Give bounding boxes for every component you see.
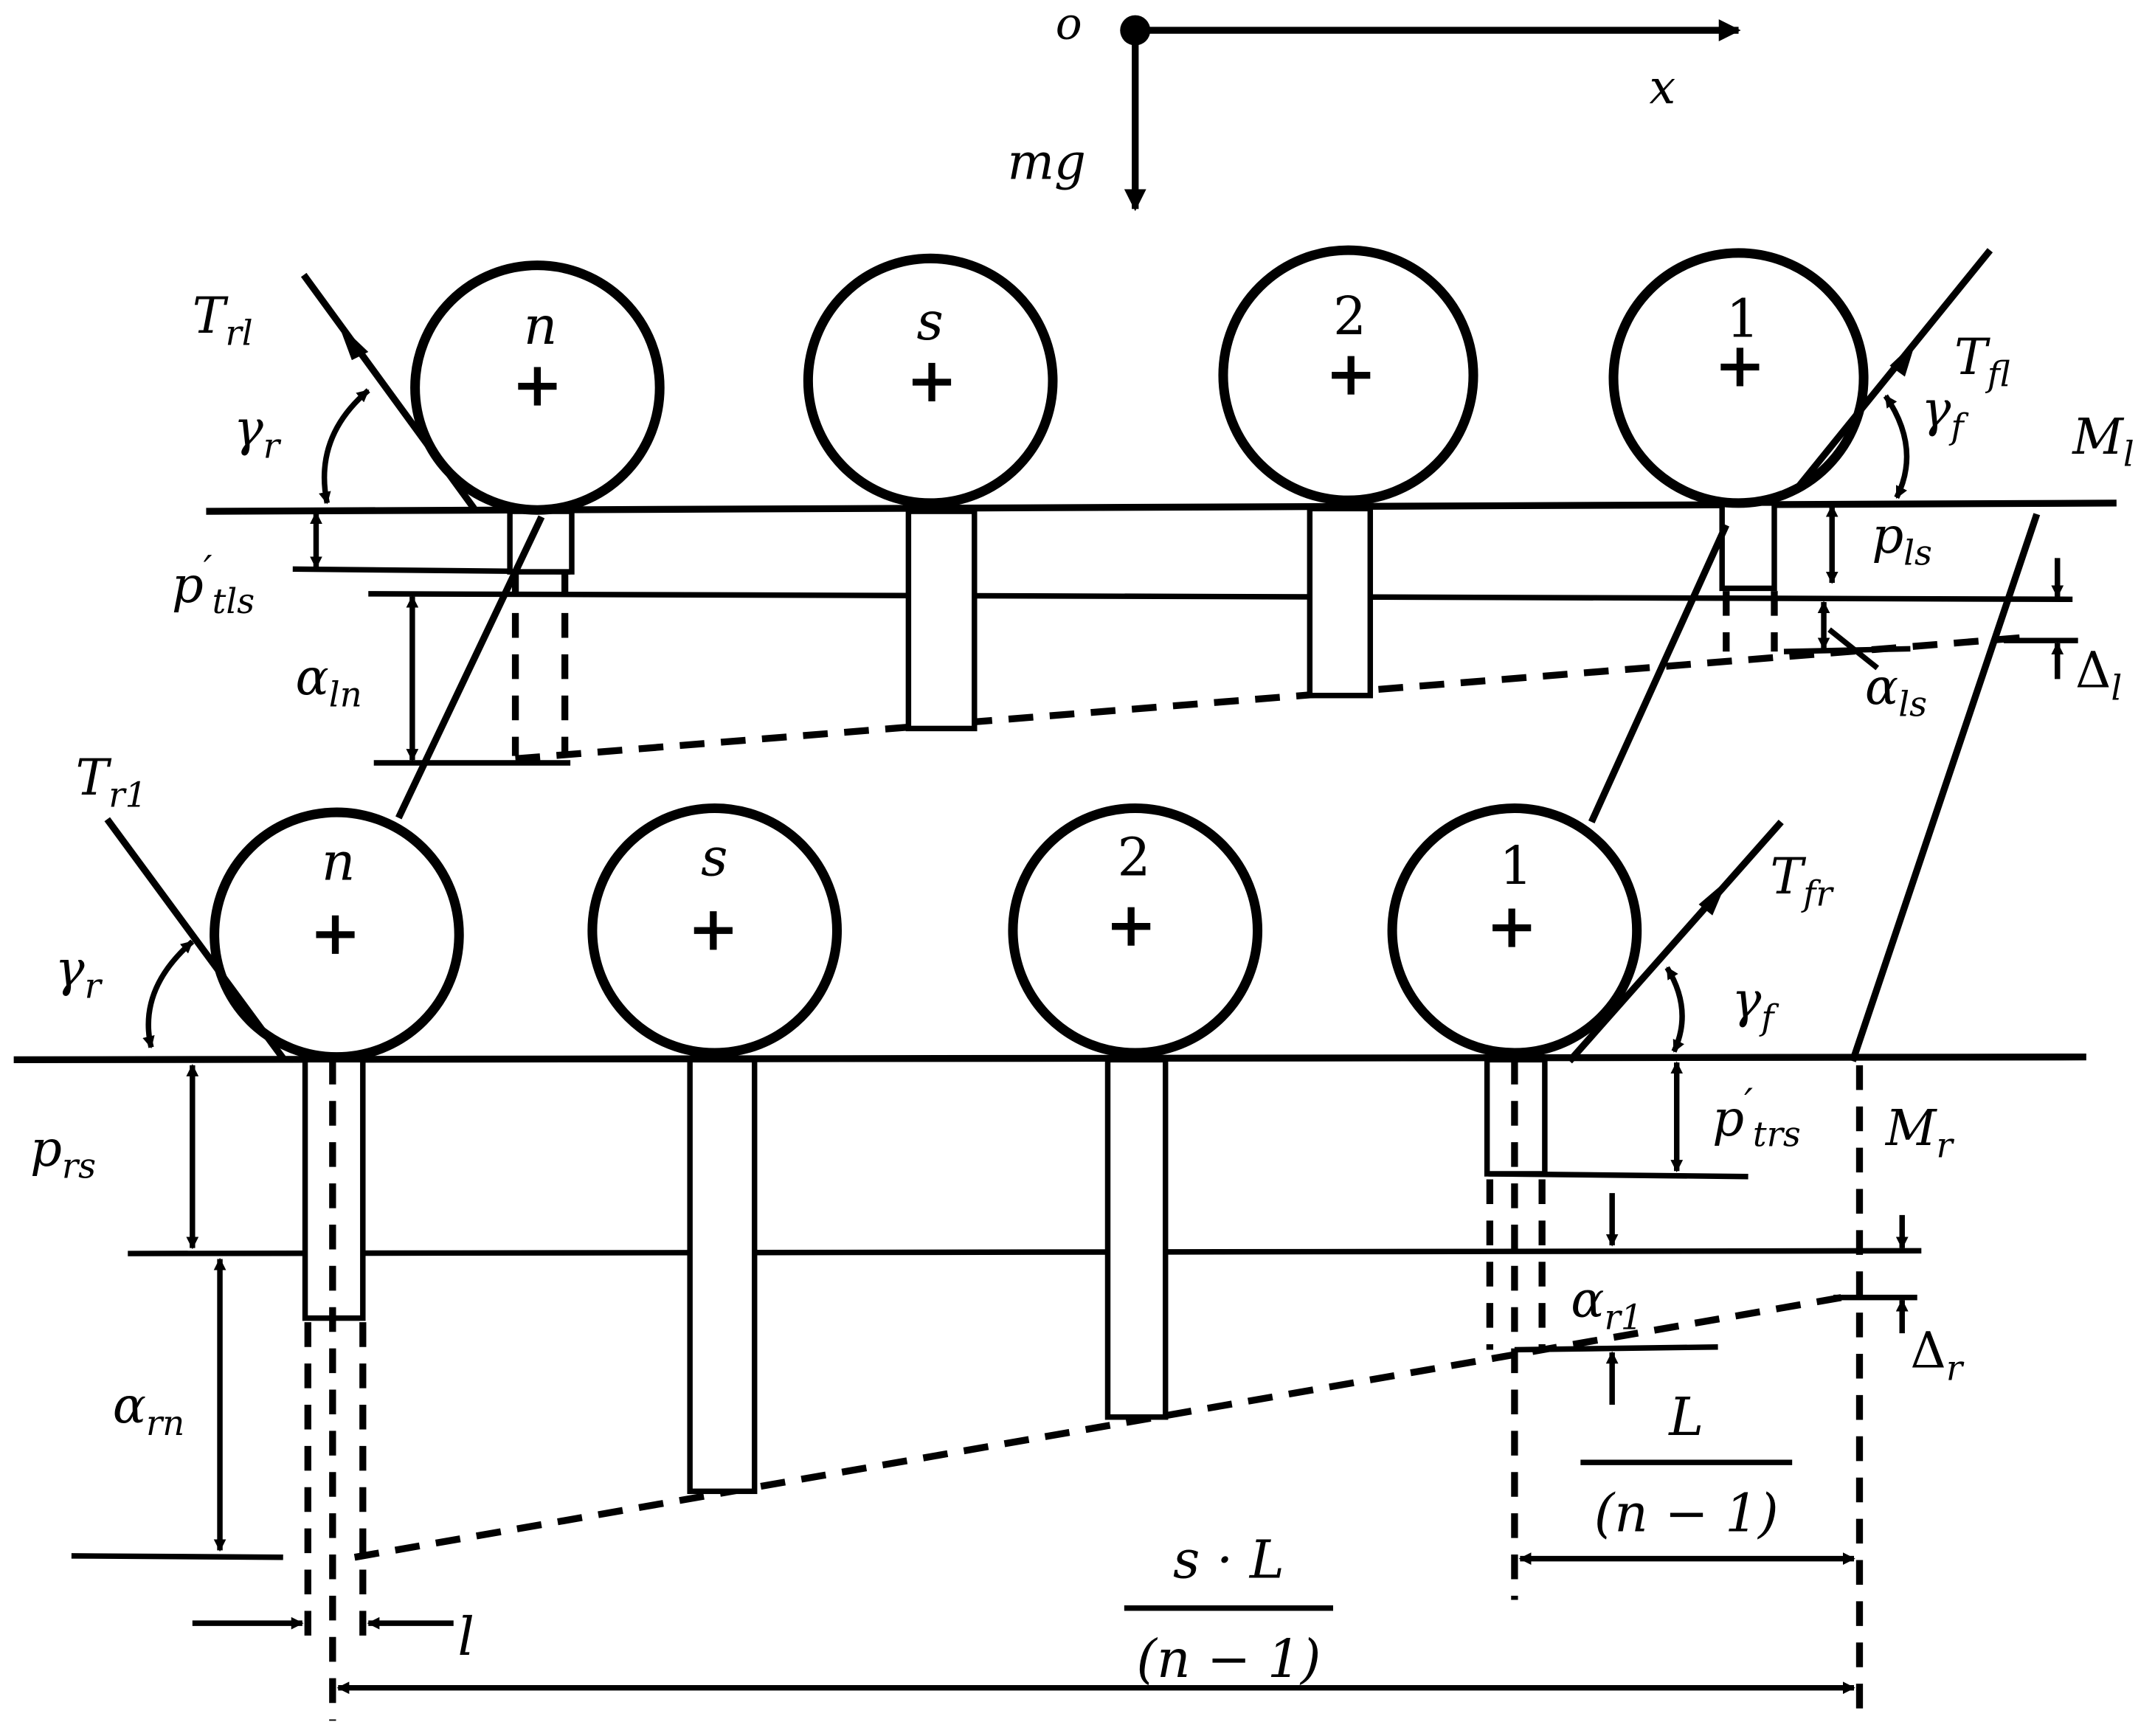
angle-label-gamma-r-upper: γr xyxy=(234,400,282,466)
upper-reference-line xyxy=(368,591,2073,603)
dim-label-alpha-ls: αls xyxy=(1865,658,1927,725)
upper-wheel-1-center xyxy=(1720,347,1760,387)
upper-wheel-2-center xyxy=(1332,356,1371,395)
gravity-label: mg xyxy=(1007,133,1085,190)
lower-gamma-r-arc xyxy=(142,939,195,1049)
upper-track: n s 2 1 Trl Tfl γr γf Ml p′tls pls αln α… xyxy=(172,245,2134,766)
dim-label-l: l xyxy=(457,1606,474,1667)
lower-rear-tension-line xyxy=(104,817,286,1061)
force-label-t-r1: Tr1 xyxy=(75,749,147,815)
upper-wheel-1-label: 1 xyxy=(1726,288,1760,349)
upper-wheel-s-center xyxy=(912,362,952,402)
lower-gamma-f-arc xyxy=(1664,966,1685,1053)
connector-wheel-n xyxy=(395,515,545,820)
lower-wheel-1-label: 1 xyxy=(1499,835,1532,896)
lower-wheel-n-label: n xyxy=(322,831,356,892)
lower-wheel-s-center xyxy=(693,911,733,950)
lower-front-tension-line xyxy=(1566,820,1784,1064)
x-axis-label: x xyxy=(1649,60,1675,114)
angle-label-gamma-f-upper: γf xyxy=(1921,381,1969,447)
dim-label-p-ls: pls xyxy=(1872,507,1932,573)
upper-rear-tension-arrowhead xyxy=(338,322,369,361)
upper-wheel-n-center xyxy=(518,367,557,406)
spacing-fraction-denominator: (n − 1) xyxy=(1594,1482,1779,1543)
lower-post-s xyxy=(687,1057,758,1495)
lower-deflection-line xyxy=(353,1294,1843,1561)
force-label-t-fl: Tfl xyxy=(1954,328,2010,395)
upper-post-1 xyxy=(1719,500,1777,592)
angle-label-gamma-f-lower: γf xyxy=(1732,972,1779,1038)
dim-label-delta-r: Δr xyxy=(1910,1322,1964,1389)
dim-label-p-trs: p′trs xyxy=(1712,1082,1801,1155)
upper-gamma-r-arc xyxy=(319,388,370,505)
lower-wheel-2-center xyxy=(1112,907,1151,946)
track-label-m-l: Ml xyxy=(2071,408,2134,474)
upper-alpha-ls-leader xyxy=(1827,627,1880,671)
upper-deflection-line xyxy=(515,634,2021,763)
offset-fraction-numerator: s · L xyxy=(1173,1529,1284,1591)
dim-label-alpha-rn: αrn xyxy=(113,1377,185,1443)
lower-wheel-2-label: 2 xyxy=(1118,827,1151,888)
lower-wheel-2 xyxy=(1008,803,1263,1058)
lower-wheel-n-center xyxy=(316,915,355,954)
upper-front-tension-line xyxy=(1793,248,1993,492)
upper-wheel-s-label: s xyxy=(917,291,944,352)
lower-track: n s 2 1 Tr1 Tfr γr γf Mr prs p′trs αrn α… xyxy=(13,749,2086,1721)
upper-wheel-2-label: 2 xyxy=(1333,286,1366,347)
upper-post-2 xyxy=(1307,505,1374,699)
upper-rear-tension-line xyxy=(300,272,477,511)
spacing-fraction-numerator: L xyxy=(1667,1386,1703,1448)
track-label-m-r: Mr xyxy=(1884,1099,1955,1166)
dim-label-delta-l: Δl xyxy=(2075,642,2122,708)
lower-reference-line xyxy=(128,1248,1922,1256)
lower-post-2 xyxy=(1104,1057,1169,1420)
upper-post-s xyxy=(905,508,978,732)
track-connectors xyxy=(395,513,2041,1062)
connector-delta-ref xyxy=(1849,513,2041,1062)
dim-label-alpha-ln: αln xyxy=(296,649,362,715)
lower-wheel-1-center xyxy=(1492,908,1532,947)
upper-wheel-n-label: n xyxy=(524,295,558,356)
lower-alpha-rn-line xyxy=(71,1553,283,1560)
dim-label-p-tls: p′tls xyxy=(172,548,255,621)
dim-label-p-rs: prs xyxy=(30,1120,96,1186)
force-label-t-fr: Tfr xyxy=(1770,848,1834,914)
angle-label-gamma-r-lower: γr xyxy=(55,940,103,1006)
origin-point xyxy=(1120,15,1151,46)
dim-label-alpha-r1: αr1 xyxy=(1571,1271,1642,1338)
lower-wheel-s-label: s xyxy=(701,827,727,888)
offset-fraction-denominator: (n − 1) xyxy=(1136,1628,1321,1690)
force-label-t-rl: Trl xyxy=(193,287,253,353)
upper-gamma-f-arc xyxy=(1883,394,1910,499)
lower-front-tension-arrowhead xyxy=(1698,879,1728,916)
coordinate-frame: o x mg xyxy=(1007,0,1741,212)
upper-front-tension-arrowhead xyxy=(1889,341,1916,377)
connector-wheel-1 xyxy=(1588,523,1730,824)
origin-label: o xyxy=(1056,0,1082,49)
